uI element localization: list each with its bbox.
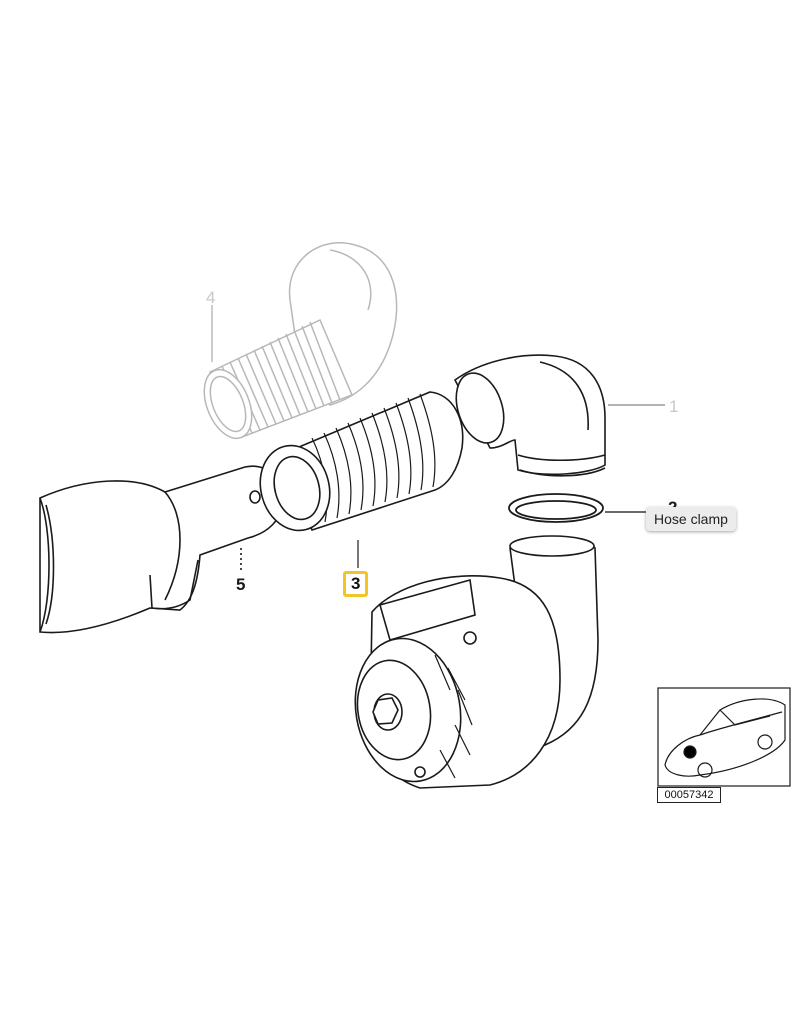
- callout-5[interactable]: 5: [236, 575, 246, 594]
- vehicle-thumbnail: [657, 687, 791, 787]
- callout-3-highlighted[interactable]: 3: [343, 571, 369, 597]
- part-3-bellows-hose[interactable]: [251, 391, 464, 568]
- callout-1[interactable]: 1: [669, 397, 679, 416]
- part-5-air-duct[interactable]: [39, 465, 284, 634]
- alternator: [354, 535, 599, 789]
- part-2-hose-clamp[interactable]: [508, 493, 648, 523]
- callout-4[interactable]: 4: [206, 288, 216, 307]
- hose-clamp-tooltip: Hose clamp: [646, 507, 736, 531]
- part-1-elbow-hose[interactable]: [448, 354, 665, 477]
- part-4-bellows-hose[interactable]: [195, 242, 398, 445]
- part-number-label: 00057342: [657, 787, 721, 803]
